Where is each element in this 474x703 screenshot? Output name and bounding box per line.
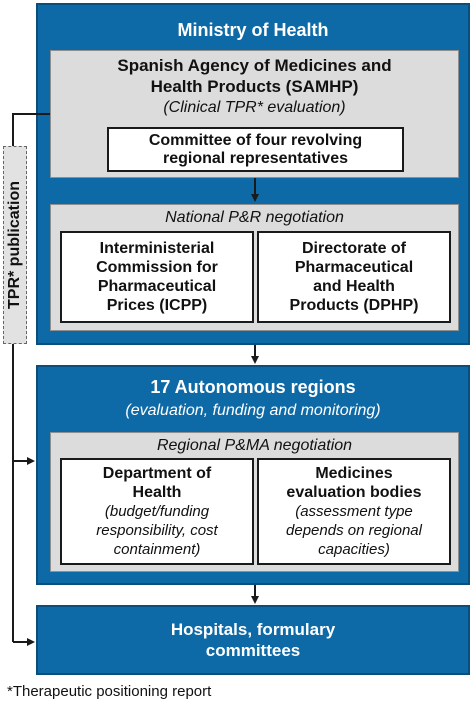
- ministry-title: Ministry of Health: [177, 20, 329, 40]
- health-desc-line2: responsibility, cost: [96, 522, 218, 539]
- eval-desc-line2: depends on regional: [286, 522, 422, 539]
- national-negotiation-title: National P&R negotiation: [165, 209, 344, 226]
- hospitals-line1: Hospitals, formulary: [170, 620, 336, 639]
- samhp-role: (Clinical TPR* evaluation): [163, 99, 346, 116]
- department-of-health-box: Department of Health (budget/funding res…: [60, 458, 254, 565]
- samhp-name-line2: Health Products (SAMHP): [150, 77, 359, 96]
- eval-title-line2: evaluation bodies: [286, 484, 422, 501]
- icpp-box: Interministerial Commission for Pharmace…: [60, 231, 254, 323]
- eval-desc-line1: (assessment type: [295, 503, 413, 520]
- health-desc-line3: containment): [113, 541, 201, 558]
- tpr-publication-label-box: TPR* publication: [3, 146, 27, 344]
- hospitals-line2: committees: [205, 641, 301, 660]
- icpp-line1: Interministerial: [99, 240, 215, 257]
- footnote: *Therapeutic positioning report: [7, 683, 212, 700]
- health-title-line2: Health: [132, 484, 182, 501]
- dphp-line3: and Health: [313, 278, 395, 295]
- eval-title-line1: Medicines: [315, 465, 393, 482]
- icpp-line2: Commission for: [96, 259, 218, 276]
- committee-box: Committee of four revolving regional rep…: [107, 127, 404, 172]
- committee-line1: Committee of four revolving: [148, 131, 363, 149]
- tpr-publication-label: TPR* publication: [6, 181, 23, 309]
- dphp-line1: Directorate of: [301, 240, 407, 257]
- evaluation-bodies-box: Medicines evaluation bodies (assessment …: [257, 458, 451, 565]
- health-title-line1: Department of: [102, 465, 212, 482]
- committee-line2: regional representatives: [163, 149, 348, 167]
- dphp-line2: Pharmaceutical: [294, 259, 414, 276]
- dphp-box: Directorate of Pharmaceutical and Health…: [257, 231, 451, 323]
- regional-negotiation-title: Regional P&MA negotiation: [156, 437, 353, 454]
- health-desc-line1: (budget/funding: [104, 503, 210, 520]
- regions-title: 17 Autonomous regions: [150, 377, 356, 397]
- regions-subtitle: (evaluation, funding and monitoring): [125, 402, 381, 419]
- dphp-line4: Products (DPHP): [289, 297, 419, 314]
- icpp-line3: Pharmaceutical: [97, 278, 217, 295]
- eval-desc-line3: capacities): [318, 541, 390, 558]
- icpp-line4: Prices (ICPP): [106, 297, 208, 314]
- samhp-name-line1: Spanish Agency of Medicines and: [117, 56, 392, 75]
- hospitals-box: Hospitals, formulary committees: [36, 605, 470, 675]
